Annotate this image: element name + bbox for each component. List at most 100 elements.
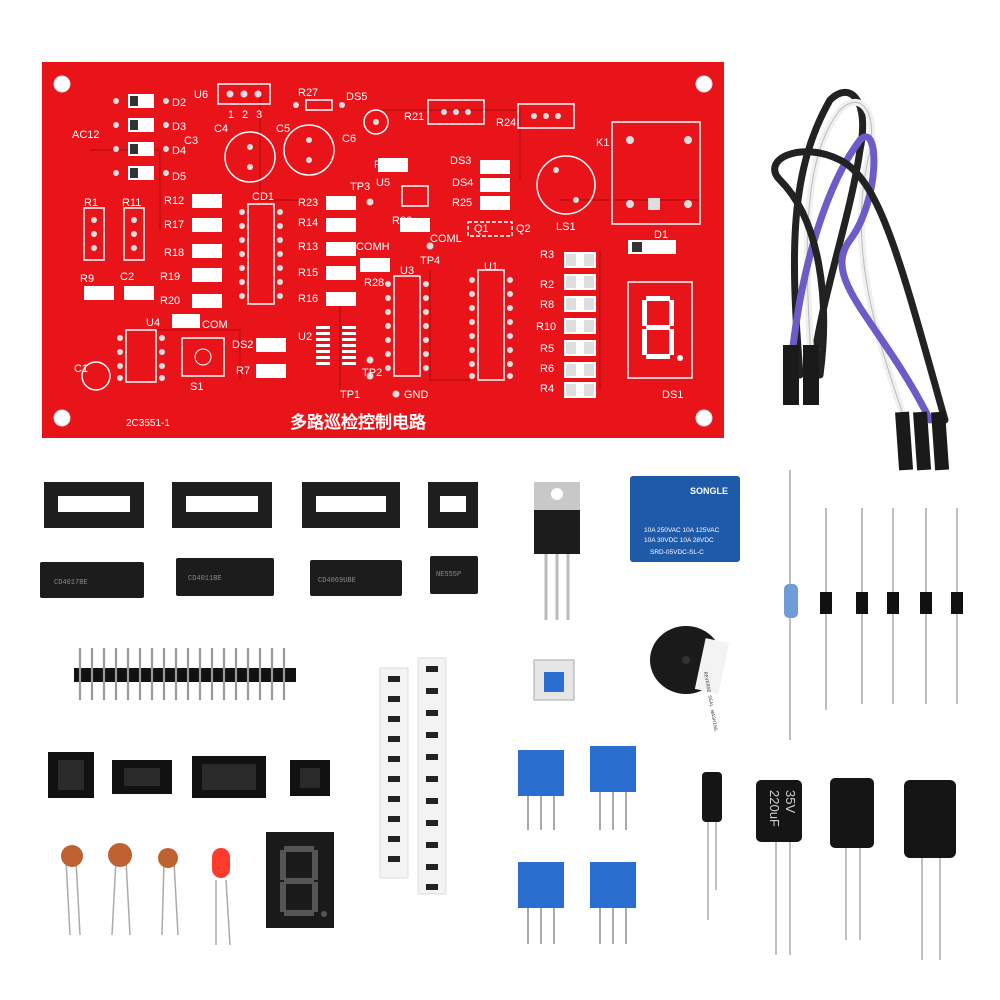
r1-footprint (83, 207, 105, 261)
svg-text:CD4017BE: CD4017BE (54, 579, 88, 587)
r11-footprint (123, 207, 145, 261)
silkscreen-labels: U6 1 2 3 AC12 D2 D3 D4 D5 C3 C4 C5 C6 R2… (72, 87, 683, 433)
resistor-column-right (564, 252, 596, 398)
s1-footprint (181, 337, 225, 377)
label-ds4: DS4 (452, 177, 473, 189)
r24-footprint (517, 103, 575, 129)
electrolytic-capacitors: 220uF 35V (702, 772, 956, 960)
c5-footprint (283, 124, 335, 176)
label-r26: R26 (392, 215, 412, 227)
label-u4: U4 (146, 317, 160, 329)
label-r2: R2 (540, 279, 554, 291)
label-r12: R12 (164, 195, 184, 207)
ic-cd4017: CD4017BE (40, 562, 144, 598)
label-k1: K1 (596, 137, 609, 149)
c1-footprint (81, 361, 111, 391)
label-r22: R22 (374, 159, 394, 171)
label-r24: R24 (496, 117, 516, 129)
label-r4: R4 (540, 383, 554, 395)
jumper-wires (771, 88, 950, 471)
label-r6: R6 (540, 363, 554, 375)
label-r23: R23 (298, 197, 318, 209)
svg-text:NE555P: NE555P (436, 571, 461, 579)
ic-socket-14 (302, 482, 400, 528)
dip-ics: CD4017BE CD4011BE CD4069UBE NE555P (40, 556, 478, 598)
label-r5: R5 (540, 343, 554, 355)
label-c6: C6 (342, 133, 356, 145)
label-cd1: CD1 (252, 191, 274, 203)
label-u5: U5 (376, 177, 390, 189)
label-ds3: DS3 (450, 155, 471, 167)
mount-hole (695, 409, 713, 427)
label-tp3: TP3 (350, 181, 370, 193)
ic-socket-16 (172, 482, 272, 528)
label-coml: COML (430, 233, 462, 245)
label-r10: R10 (536, 321, 556, 333)
label-r7: R7 (236, 365, 250, 377)
label-com: COM (202, 319, 228, 331)
wire-connector (913, 411, 932, 471)
ic-sockets (44, 482, 478, 528)
label-ds5: DS5 (346, 91, 367, 103)
label-tp4: TP4 (420, 255, 440, 267)
red-led (212, 848, 231, 946)
label-pin2: 2 (242, 109, 248, 121)
smd-resistor-tape (379, 657, 447, 895)
label-tp2: TP2 (362, 367, 382, 379)
label-r28: R28 (364, 277, 384, 289)
label-d1: D1 (654, 229, 668, 241)
rectifier-diodes (820, 508, 963, 710)
ceramic-capacitors (61, 843, 179, 936)
ic-cd4069: CD4069UBE (310, 560, 402, 596)
label-tp1: TP1 (340, 389, 360, 401)
label-r20: R20 (160, 295, 180, 307)
svg-text:220uF: 220uF (767, 790, 782, 827)
wire-connector (783, 345, 799, 405)
electrolytic-cap-large (904, 780, 956, 960)
label-u6: U6 (194, 89, 208, 101)
label-ds2: DS2 (232, 339, 253, 351)
label-u1: U1 (484, 261, 498, 273)
label-r9: R9 (80, 273, 94, 285)
label-ds1: DS1 (662, 389, 683, 401)
label-r25: R25 (452, 197, 472, 209)
label-c1: C1 (74, 363, 88, 375)
seven-segment-display (266, 832, 334, 928)
label-ac12: AC12 (72, 129, 100, 141)
cd1-footprint (247, 203, 275, 305)
smd-ics (48, 752, 330, 798)
resistor-column-left (192, 194, 222, 308)
wire-connector (931, 411, 950, 471)
electrolytic-cap-medium (830, 778, 874, 940)
label-r17: R17 (164, 219, 184, 231)
label-c3: C3 (184, 135, 198, 147)
mount-hole (53, 409, 71, 427)
u3-footprint (393, 275, 421, 377)
label-r21: R21 (404, 111, 424, 123)
label-u2: U2 (298, 331, 312, 343)
relay: SONGLE 10A 250VAC 10A 125VAC 10A 30VDC 1… (630, 476, 740, 562)
label-r14: R14 (298, 217, 318, 229)
svg-text:CD4069UBE: CD4069UBE (318, 577, 356, 585)
u1-footprint (477, 269, 505, 381)
c4-footprint (224, 131, 276, 183)
label-r1: R1 (84, 197, 98, 209)
electrolytic-cap-small (702, 772, 722, 920)
voltage-regulator (534, 482, 580, 620)
svg-text:35V: 35V (783, 790, 798, 813)
ds1-digit-art (642, 296, 683, 361)
label-d3: D3 (172, 121, 186, 133)
label-r19: R19 (160, 271, 180, 283)
u2-footprint (316, 326, 356, 365)
label-d5: D5 (172, 171, 186, 183)
label-r8: R8 (540, 299, 554, 311)
electrolytic-cap-220uf: 220uF 35V (756, 780, 802, 955)
axial-resistor (784, 470, 798, 740)
wire-connector (895, 411, 914, 471)
label-r3: R3 (540, 249, 554, 261)
k1-footprint (611, 121, 701, 225)
label-q1: Q1 (474, 223, 489, 235)
label-r15: R15 (298, 267, 318, 279)
label-r16: R16 (298, 293, 318, 305)
